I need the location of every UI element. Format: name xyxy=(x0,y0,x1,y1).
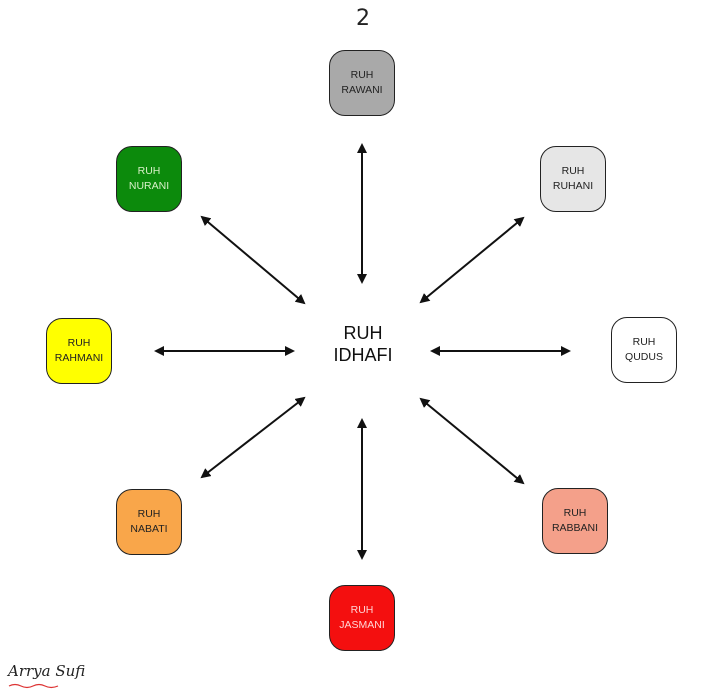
arrow-nurani xyxy=(200,215,306,305)
arrow-nabati xyxy=(200,396,306,479)
node-ruhani: RUH RUHANI xyxy=(540,146,606,212)
node-nabati: RUH NABATI xyxy=(116,489,182,555)
node-jasmani-line2: JASMANI xyxy=(339,619,385,631)
node-nurani: RUH NURANI xyxy=(116,146,182,212)
node-rawani: RUH RAWANI xyxy=(329,50,395,116)
arrow-rabbani xyxy=(419,397,525,485)
node-rabbani-line1: RUH xyxy=(563,507,587,519)
node-jasmani: RUH JASMANI xyxy=(329,585,395,651)
node-ruhani-line1: RUH xyxy=(561,165,585,177)
arrow-ruhani xyxy=(419,216,525,304)
node-rahmani-line1: RUH xyxy=(67,337,91,349)
signature: Arrya Sufi xyxy=(8,662,86,680)
node-rahmani-line2: RAHMANI xyxy=(54,352,104,364)
center-line2: IDHAFI xyxy=(333,345,393,365)
node-ruhani-line2: RUHANI xyxy=(552,180,594,192)
node-rawani-line1: RUH xyxy=(350,69,374,81)
node-qudus-line1: RUH xyxy=(632,336,656,348)
node-jasmani-line1: RUH xyxy=(350,604,374,616)
node-nurani-line2: NURANI xyxy=(128,180,170,192)
node-rahmani: RUH RAHMANI xyxy=(46,318,112,384)
node-rabbani-line2: RABBANI xyxy=(551,522,599,534)
center-line1: RUH xyxy=(343,323,383,343)
center-label: RUH IDHAFI xyxy=(318,322,408,366)
node-nabati-line2: NABATI xyxy=(130,523,168,535)
page-number: 2 xyxy=(356,6,370,31)
node-nurani-line1: RUH xyxy=(137,165,161,177)
node-rabbani: RUH RABBANI xyxy=(542,488,608,554)
signature-underline xyxy=(8,683,59,689)
node-qudus: RUH QUDUS xyxy=(611,317,677,383)
node-rawani-line2: RAWANI xyxy=(341,84,383,96)
node-qudus-line2: QUDUS xyxy=(625,351,663,363)
node-nabati-line1: RUH xyxy=(137,508,161,520)
